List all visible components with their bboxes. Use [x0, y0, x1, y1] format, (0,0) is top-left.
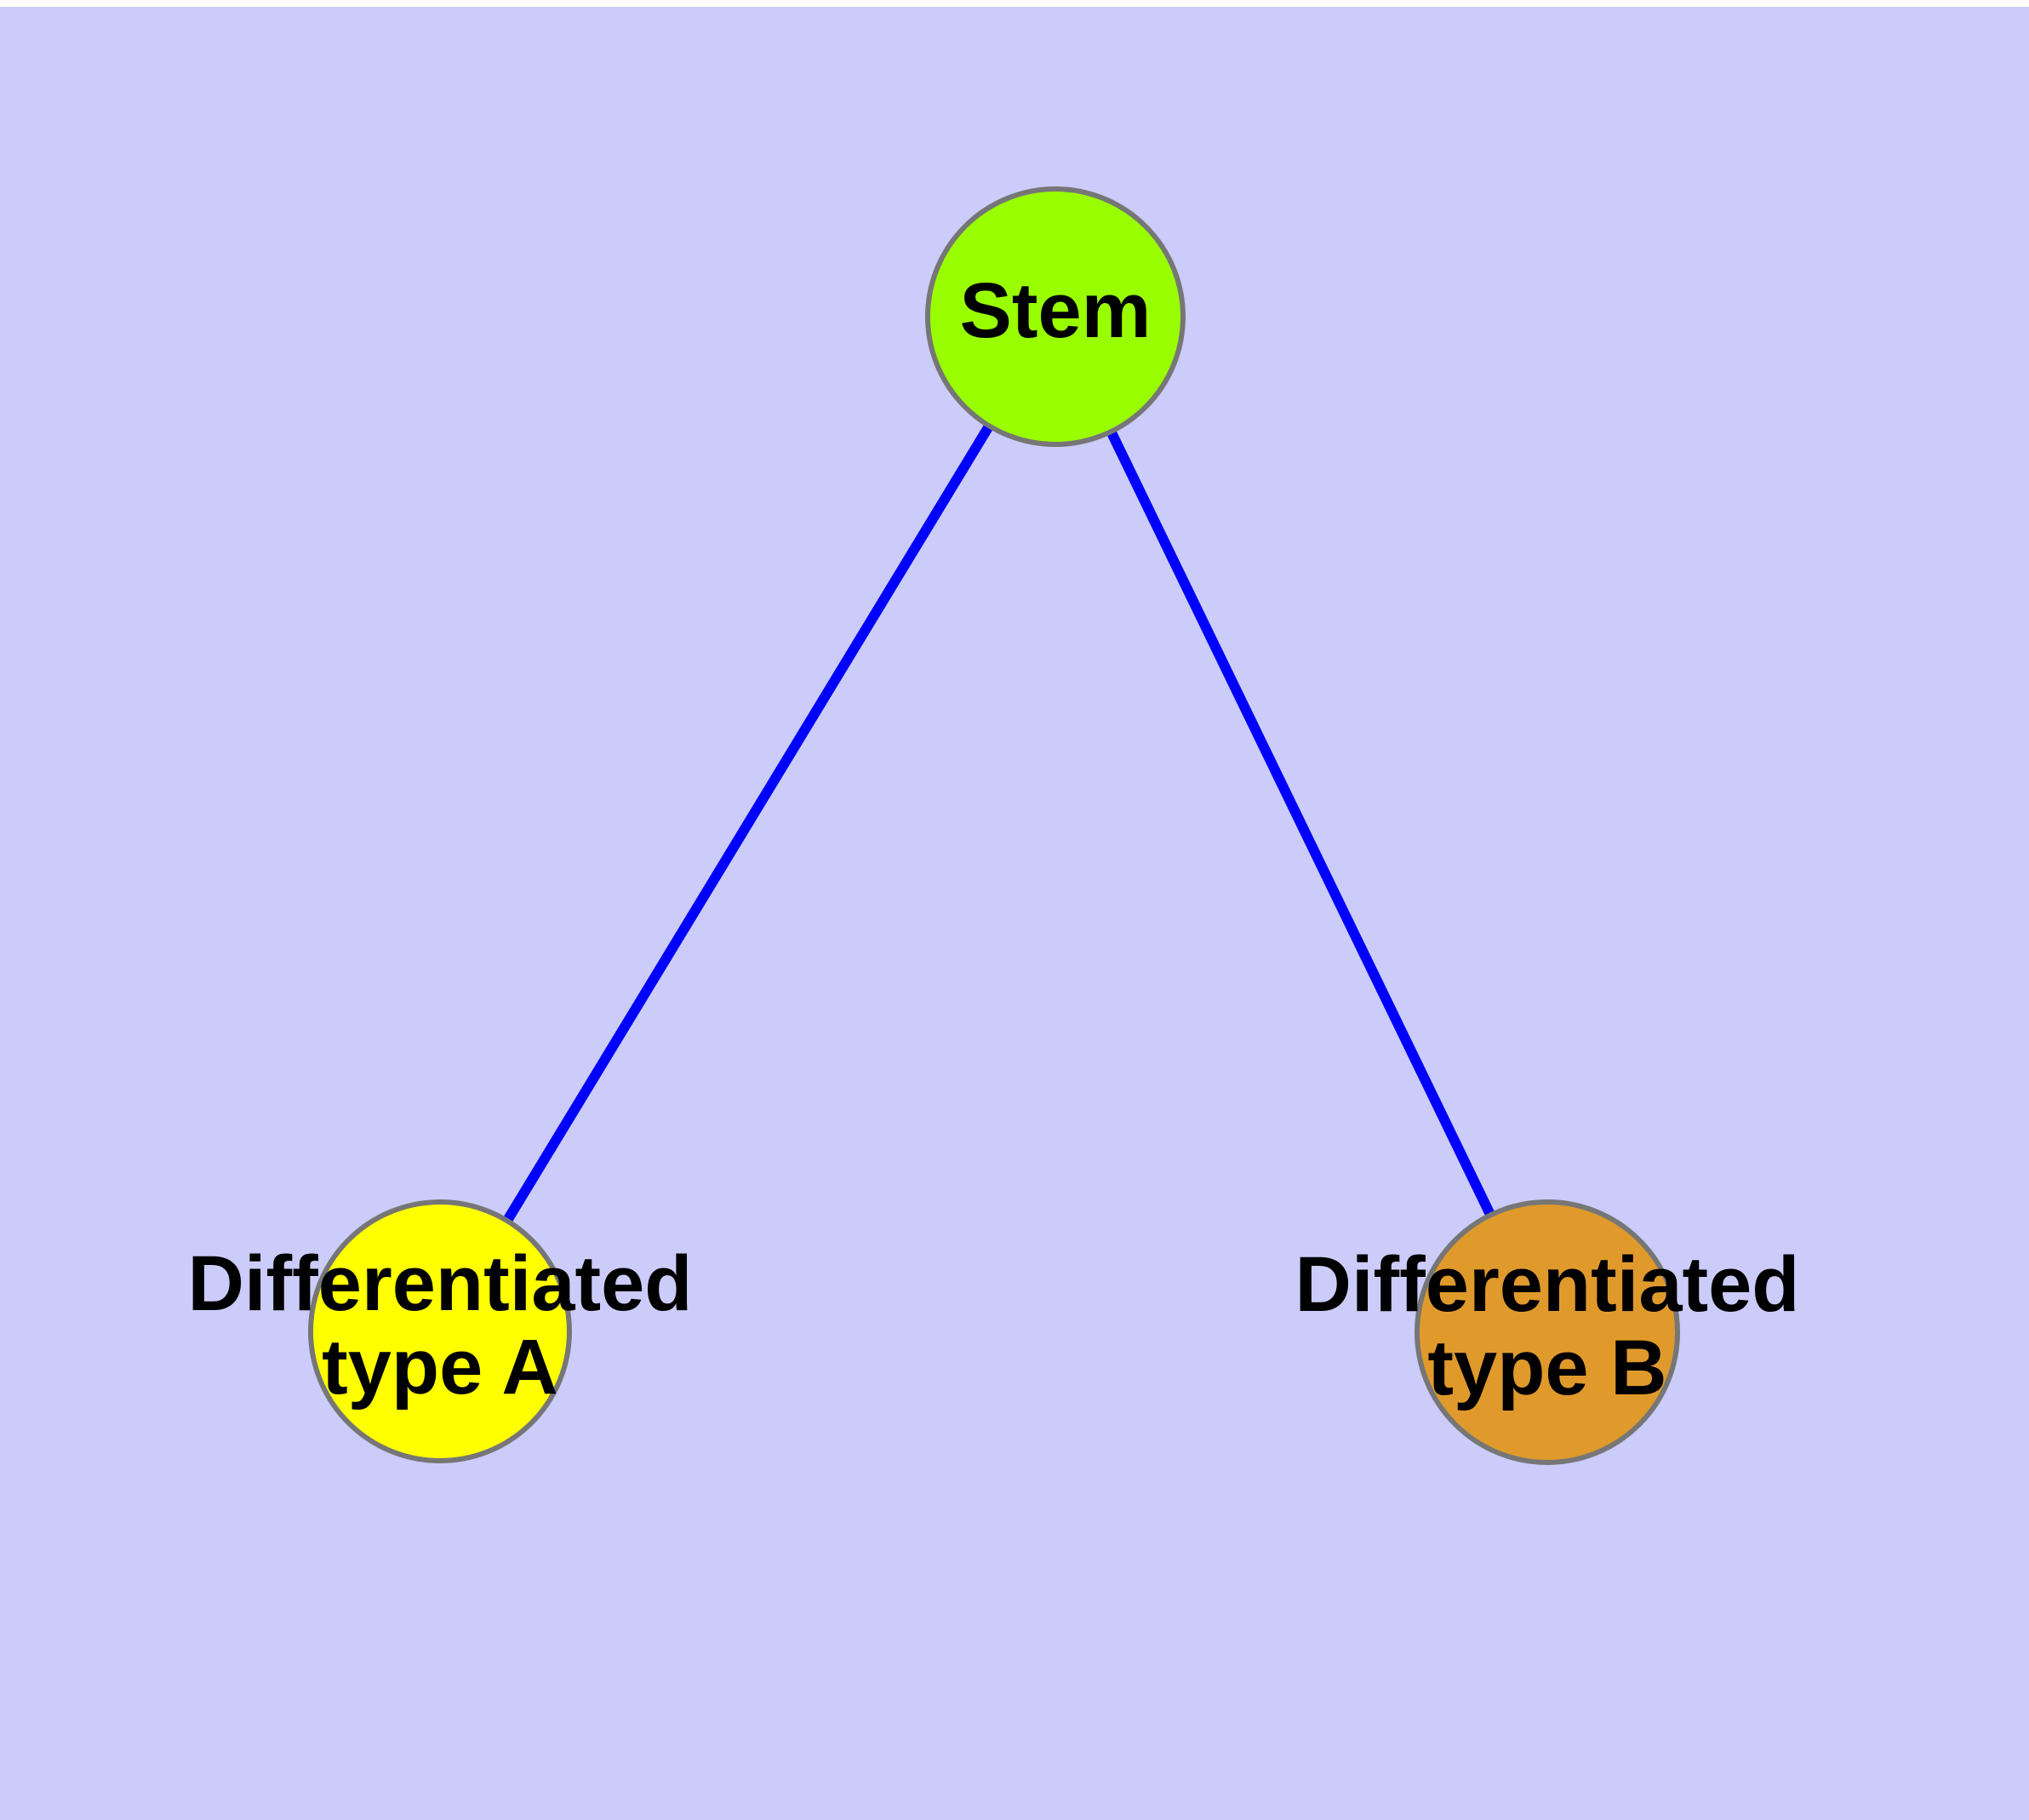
edges-layer — [435, 313, 1552, 1335]
background-top-strip — [0, 0, 2029, 7]
edge-stem-to-differentiated-type-a[interactable] — [435, 313, 1060, 1335]
nodes-layer — [308, 186, 1680, 1465]
node-differentiated-type-b-circle[interactable] — [1415, 1199, 1680, 1465]
node-differentiated-type-a-circle[interactable] — [308, 1199, 572, 1463]
node-label-line: Differentiated — [188, 1240, 693, 1327]
node-stem-circle[interactable] — [925, 186, 1186, 447]
node-stem-label: Stem — [960, 267, 1152, 354]
node-label-line: type A — [322, 1324, 558, 1411]
node-label-line: Differentiated — [1295, 1241, 1800, 1328]
node-label-line: Stem — [960, 267, 1152, 354]
edge-stem-to-differentiated-type-b[interactable] — [1050, 314, 1552, 1335]
node-label-line: type B — [1427, 1325, 1666, 1411]
